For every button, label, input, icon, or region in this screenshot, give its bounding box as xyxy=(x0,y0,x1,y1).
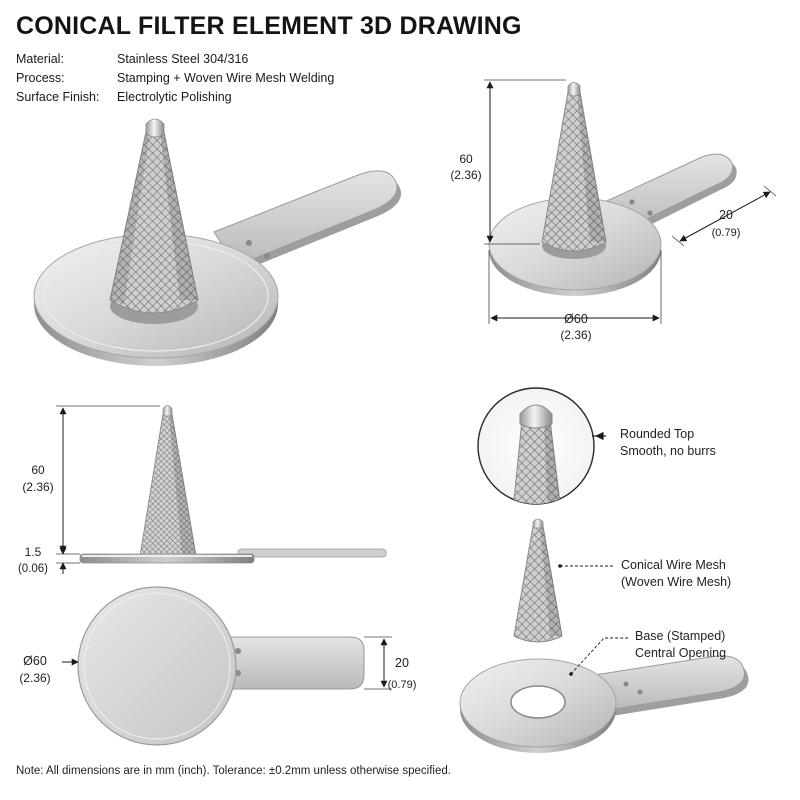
side-view-base xyxy=(79,548,387,564)
dim-diameter-top: Ø60 (2.36) xyxy=(488,250,662,342)
main-cone xyxy=(109,118,199,324)
dim-tab-in: (0.79) xyxy=(712,227,741,239)
side-view-cone xyxy=(139,405,197,557)
top-view-disc xyxy=(77,586,237,746)
dim-tab-side: 20 (0.79) xyxy=(364,636,417,691)
callout-line: (Woven Wire Mesh) xyxy=(621,575,732,589)
callout-rounded-top: Rounded Top Smooth, no burrs xyxy=(620,426,716,460)
callout-line: Base (Stamped) xyxy=(635,629,726,643)
dim-tab-mm: 20 xyxy=(719,208,733,222)
callout-leaders xyxy=(558,564,630,676)
dim-diameter-mm: Ø60 xyxy=(23,654,47,668)
callout-line: Rounded Top xyxy=(620,427,695,441)
exploded-cone xyxy=(513,518,563,643)
dim-view-cone xyxy=(541,82,607,259)
spec-key: Surface Finish: xyxy=(16,90,100,104)
spec-key: Process: xyxy=(16,71,65,85)
dim-height-top: 60 (2.36) xyxy=(450,79,566,245)
callout-line: Conical Wire Mesh xyxy=(621,558,726,572)
spec-row-finish: Surface Finish: Electrolytic Polishing xyxy=(16,88,334,107)
top-view-tab xyxy=(219,636,365,690)
page-title: CONICAL FILTER ELEMENT 3D DRAWING xyxy=(16,12,522,40)
dim-diameter-mm: Ø60 xyxy=(564,312,588,326)
dim-height-mm: 60 xyxy=(459,152,473,166)
dim-thickness-mm: 1.5 xyxy=(25,545,42,559)
dim-thickness-side: 1.5 (0.06) xyxy=(18,545,80,575)
callout-base: Base (Stamped) Central Opening xyxy=(635,628,726,662)
spec-table: Material: Stainless Steel 304/316 Proces… xyxy=(16,50,334,107)
dim-height-in: (2.36) xyxy=(450,168,481,182)
top-view: Ø60 (2.36) 20 (0.79) xyxy=(19,586,417,746)
dim-height-mm: 60 xyxy=(31,463,45,477)
spec-row-material: Material: Stainless Steel 304/316 xyxy=(16,50,334,69)
dim-tab-in: (0.79) xyxy=(388,679,417,691)
dim-height-in: (2.36) xyxy=(22,480,53,494)
callout-line: Central Opening xyxy=(635,646,727,660)
spec-row-process: Process: Stamping + Woven Wire Mesh Weld… xyxy=(16,69,334,88)
spec-value: Stamping + Woven Wire Mesh Welding xyxy=(117,71,335,85)
dim-3d-view: 60 (2.36) Ø60 (2.36) 20 (0.79) xyxy=(450,79,777,342)
dim-tab-top: 20 (0.79) xyxy=(671,185,777,247)
zoom-detail xyxy=(477,387,606,505)
spec-value: Stainless Steel 304/316 xyxy=(117,52,249,66)
dim-diameter-in: (2.36) xyxy=(560,328,591,342)
dim-diameter-side: Ø60 (2.36) xyxy=(19,654,79,685)
callout-line: Smooth, no burrs xyxy=(620,444,716,458)
main-tab xyxy=(213,170,402,272)
side-view: 60 (2.36) 1.5 (0.06) xyxy=(18,405,387,575)
callout-conical-mesh: Conical Wire Mesh (Woven Wire Mesh) xyxy=(621,557,731,591)
main-3d-view xyxy=(33,118,402,366)
dim-diameter-in: (2.36) xyxy=(19,671,50,685)
dim-tab-mm: 20 xyxy=(395,656,409,670)
spec-key: Material: xyxy=(16,52,64,66)
exploded-view xyxy=(459,518,749,753)
spec-value: Electrolytic Polishing xyxy=(117,90,232,104)
exploded-base xyxy=(459,655,749,753)
dim-height-side: 60 (2.36) xyxy=(22,405,160,555)
footer-note: Note: All dimensions are in mm (inch). T… xyxy=(16,765,451,777)
dim-thickness-in: (0.06) xyxy=(18,563,48,575)
